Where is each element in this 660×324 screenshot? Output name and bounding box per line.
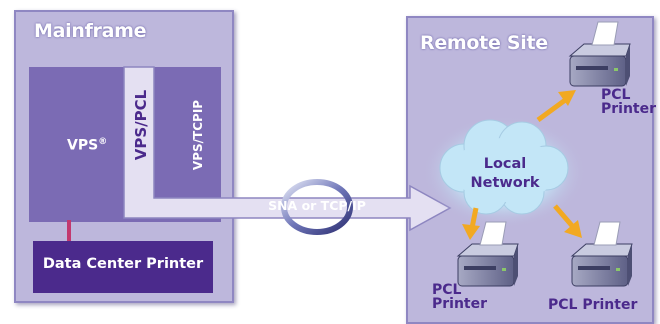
printer-connector xyxy=(67,220,71,243)
distribution-arrows xyxy=(462,90,582,240)
arrow-icon xyxy=(553,204,582,238)
vps-tcpip-label: VPS/TCPIP xyxy=(191,99,205,171)
printer-icon xyxy=(569,21,631,87)
printer-label: PCL Printer xyxy=(432,282,488,312)
data-center-printer-label: Data Center Printer xyxy=(42,256,204,272)
data-center-printer-block: Data Center Printer xyxy=(33,241,213,293)
remote-site-title: Remote Site xyxy=(420,32,548,54)
vps-pcl-label: VPS/PCL xyxy=(132,89,150,161)
printer-icon xyxy=(571,221,633,287)
vps-pcl-arrow-icon xyxy=(123,66,452,232)
printer-label: PCL Printer xyxy=(601,87,657,117)
arrow-icon xyxy=(536,90,576,123)
registered-mark: ® xyxy=(98,137,108,147)
arrow-icon xyxy=(462,207,480,240)
vps-tcpip-block xyxy=(169,67,210,196)
vps-label: VPS® xyxy=(67,137,108,154)
printer-label: PCL Printer xyxy=(548,297,638,313)
cloud-icon xyxy=(422,116,586,228)
link-label: SNA or TCP/IP xyxy=(268,198,366,213)
ring-icon xyxy=(281,179,353,235)
mainframe-title: Mainframe xyxy=(34,20,147,42)
local-network-label: Local Network xyxy=(470,156,540,191)
